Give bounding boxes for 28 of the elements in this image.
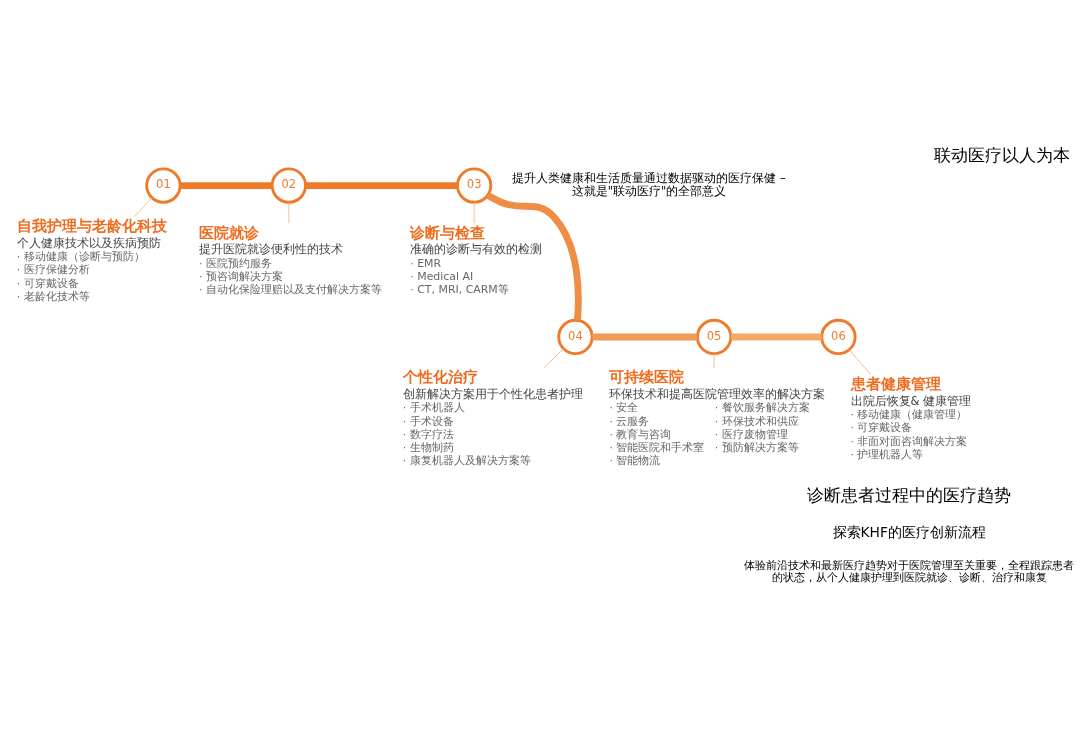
connector: [288, 201, 290, 224]
node-circle: 01: [145, 166, 182, 204]
connector: [592, 333, 698, 340]
connector: [543, 347, 565, 368]
node-text: 患者健康管理 出院后恢复& 健康管理 · 移动健康（健康管理） · 可穿戴设备 · 非面对面咨询解决方案 · 护理机器人等: [850, 374, 972, 461]
connector: [486, 191, 582, 321]
connector: [713, 352, 715, 368]
label: 体验前沿技术和最新医疗趋势对于医院管理至关重要，全程跟踪患者的状态，从个人健康护理到医院就诊、诊断、治疗和康复: [744, 558, 1075, 584]
label: 探索KHF的医疗创新流程: [832, 523, 986, 540]
node-text: 医院就诊 提升医院就诊便利性的技术 · 医院预约服务 · 预咨询解决方案 · 自动化保险理赔以及支付解决方案等: [199, 223, 383, 296]
node-circle: 03: [456, 166, 493, 204]
diagram-title: 联动医疗以人为本: [933, 144, 1070, 165]
node-text: 可持续医院 环保技术和提高医院管理效率的解决方案 · 安全 · 餐饮服务解决方案 · 云服务 · 环保技术和供应 · 教育与咨询 · 医疗废物管理 · 智能医院和手术室 · 预防解决方案等 · 智能物流: [609, 367, 826, 467]
connector: [133, 197, 153, 217]
node-text: 诊断与检查 准确的诊断与有效的检测 · EMR · Medical AI · CT, MRI, CARM等: [410, 223, 543, 296]
connector: [730, 333, 822, 340]
node-circle: 02: [270, 166, 307, 204]
connector: [473, 201, 475, 224]
node-text: 个性化治疗 创新解决方案用于个性化患者护理 · 手术机器人 · 手术设备 · 数字疗法 · 生物制药 · 康复机器人及解决方案等: [402, 367, 583, 467]
connector: [305, 181, 458, 189]
label: 提升人类健康和生活质量通过数据驱动的医疗保健 – 这就是"联动医疗"的全部意义: [512, 170, 786, 198]
node-circle: 04: [557, 318, 594, 355]
node-circle: 06: [820, 318, 857, 355]
node-circle: 05: [696, 318, 733, 355]
connector: [180, 181, 273, 189]
label: 诊断患者过程中的医疗趋势: [807, 484, 1012, 505]
connector: [848, 348, 872, 375]
node-text: 自我护理与老龄化科技 个人健康技术以及疾病预防 · 移动健康（诊断与预防） · 医疗保健分析 · 可穿戴设备 · 老龄化技术等: [16, 216, 167, 303]
